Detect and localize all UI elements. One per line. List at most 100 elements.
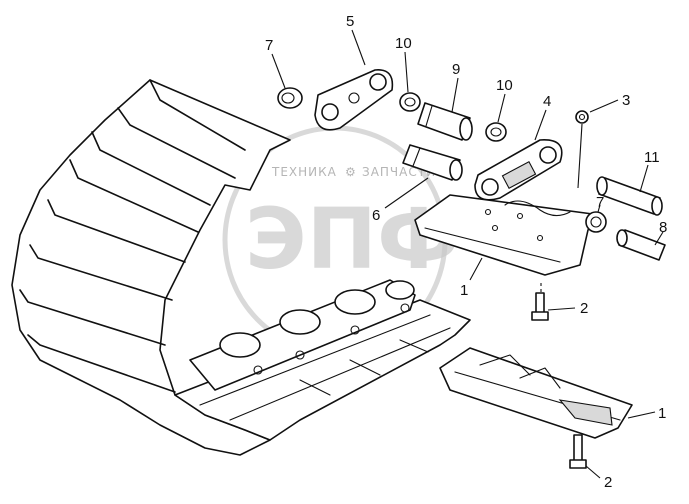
callout-10-left: 10 [395, 35, 412, 52]
pin-body [598, 177, 661, 215]
chain-bushing-2 [279, 309, 321, 335]
leader-10a [404, 51, 409, 93]
part-1-shoe-lower [439, 347, 633, 439]
leader-3-drop [577, 123, 583, 189]
leader-4 [534, 109, 547, 141]
callout-1-lower: 1 [658, 405, 666, 422]
link-bore-1 [481, 178, 499, 196]
track-shoe-seam-3 [399, 339, 429, 353]
link-hatched-face [501, 161, 537, 189]
part-11-pin [596, 176, 663, 216]
callout-2-upper: 2 [580, 300, 588, 317]
track-shoe-seam-2 [349, 359, 381, 376]
leader-1a [469, 257, 483, 281]
part-10-spacer-a-bore [404, 97, 416, 107]
leader-9 [451, 77, 459, 113]
leader-1b [627, 411, 656, 419]
pin-groove [412, 147, 421, 167]
chain-pin-1 [253, 365, 263, 375]
callout-7-top: 7 [265, 37, 273, 54]
leader-10b [497, 93, 506, 123]
leader-lines [271, 29, 664, 479]
track-grouser-4 [69, 159, 199, 233]
nut-body [575, 110, 589, 124]
track-grouser-6 [29, 244, 173, 301]
shoe-hole-3 [491, 224, 499, 232]
link-bore-2 [369, 73, 387, 91]
track-grouser-5 [47, 199, 186, 263]
seal-inner [590, 216, 602, 228]
watermark-logo-text: ЭПФ [245, 190, 460, 288]
track-grouser-1 [149, 79, 246, 151]
chain-bushing-3 [334, 289, 376, 315]
pin-start [596, 176, 608, 196]
bushing-body [417, 102, 471, 141]
track-bottom-shoes [174, 299, 471, 441]
watermark-line-left: ТЕХНИКА [271, 165, 337, 179]
callouts: 7 5 10 9 10 4 3 11 7 8 6 1 2 1 2 [265, 13, 667, 491]
pin-end [449, 159, 463, 181]
leader-8 [654, 231, 664, 246]
track-assembly [11, 79, 471, 456]
track-grouser-7 [19, 289, 166, 346]
part-7-seal-top [277, 87, 303, 109]
callout-11: 11 [644, 149, 660, 166]
leader-6 [384, 177, 429, 209]
track-shoe-seam-1 [299, 379, 331, 396]
shoe-hole-1 [484, 208, 492, 216]
part-6-pin [402, 144, 463, 181]
callout-6: 6 [372, 207, 380, 224]
track-outer-band [11, 79, 291, 456]
track-grouser-2 [117, 107, 236, 179]
part-9-bushing [417, 102, 473, 141]
seal-outer [585, 211, 607, 233]
part-1-shoe-plate-upper [414, 194, 601, 276]
pin-end [616, 229, 628, 247]
seal-outer [277, 87, 303, 109]
leader-2b [585, 465, 601, 479]
chain-bushing-4 [385, 280, 415, 300]
track-shoe-line-2 [229, 327, 451, 421]
shoe-body [439, 347, 633, 439]
callout-10-right: 10 [496, 77, 513, 94]
callout-8: 8 [659, 219, 667, 236]
link-bore-2 [539, 146, 557, 164]
part-10-spacer-a [399, 92, 421, 112]
bolt-head [569, 459, 587, 469]
part-10-spacer-b [485, 122, 507, 142]
track-grouser-3 [91, 131, 211, 206]
shoe-plate-edge [424, 227, 561, 263]
bushing-groove [425, 105, 433, 127]
leader-2a [547, 307, 576, 311]
link-plate [314, 69, 394, 131]
chain-pin-3 [350, 325, 360, 335]
callout-9: 9 [452, 61, 460, 78]
part-8-pin [616, 229, 666, 261]
callout-7-lower: 7 [596, 194, 604, 211]
part-3-nut [575, 110, 589, 124]
callout-3: 3 [622, 92, 630, 109]
part-2-bolt-lower [569, 434, 587, 469]
part-5-link [314, 69, 394, 131]
watermark-gear-icon: ⚙ [345, 165, 357, 179]
leader-7a [271, 53, 286, 89]
bolt-shank [573, 434, 583, 462]
shoe-hole-4 [536, 234, 544, 242]
shoe-contour [504, 200, 571, 217]
bolt-head [531, 311, 549, 321]
nut-bore [578, 113, 586, 121]
callout-2-lower: 2 [604, 474, 612, 491]
part-7-seal-lower [585, 211, 607, 233]
track-chain [189, 279, 416, 391]
shoe-hole-2 [516, 212, 524, 220]
link-bore-center [348, 92, 360, 104]
callout-5: 5 [346, 13, 354, 30]
callout-1-upper: 1 [460, 282, 468, 299]
part-4-link [474, 139, 563, 201]
shoe-rib-2 [519, 367, 561, 389]
link-bore-1 [321, 103, 339, 121]
pin-end [651, 196, 663, 216]
chain-pin-4 [400, 303, 410, 313]
